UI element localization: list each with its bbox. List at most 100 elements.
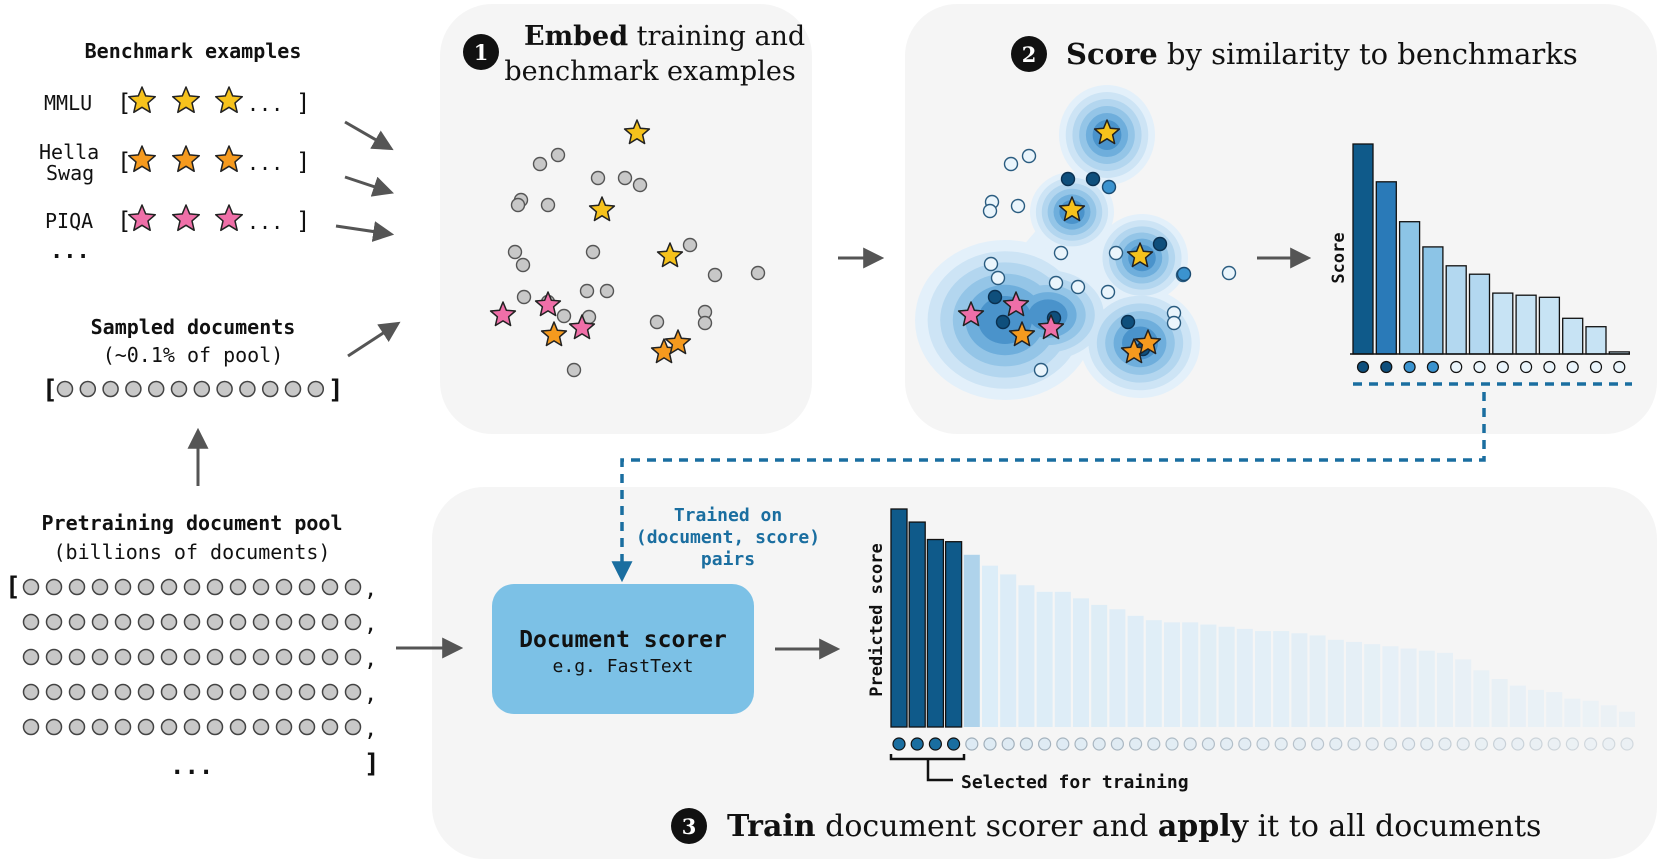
document-dot [160, 578, 178, 596]
pool-subtitle: (billions of documents) [54, 540, 331, 564]
score-bar [1445, 265, 1467, 355]
document-dot [137, 718, 155, 736]
embedding-dot [590, 170, 606, 186]
document-dot [261, 380, 279, 398]
score-dot [1589, 360, 1603, 374]
predicted-bar [1382, 646, 1399, 727]
predicted-dot [1074, 737, 1088, 751]
document-dot [275, 718, 293, 736]
document-dot [183, 578, 201, 596]
document-dot [229, 578, 247, 596]
document-dot [137, 683, 155, 701]
document-dot [79, 380, 97, 398]
score-star [1126, 242, 1154, 268]
predicted-bar [1036, 591, 1053, 727]
step1-title-line2: benchmark examples [504, 56, 795, 87]
score-bar [1515, 294, 1537, 355]
document-dot [275, 613, 293, 631]
embedding-dot [599, 283, 615, 299]
predicted-bar [1073, 598, 1089, 727]
predicted-bar [1291, 633, 1308, 727]
benchmark-star [127, 145, 157, 173]
bracket-close: ] [296, 207, 310, 235]
benchmark-star [171, 145, 201, 173]
predicted-dot [1547, 737, 1561, 751]
bracket-open: [ [117, 89, 131, 117]
score-star [1002, 291, 1030, 317]
document-dot [252, 718, 270, 736]
document-dot [298, 613, 316, 631]
score-dot-dark [1085, 171, 1101, 187]
score-dot-light [1166, 315, 1182, 331]
score-star [1037, 314, 1065, 340]
document-dot [91, 683, 109, 701]
score-dot [1613, 360, 1626, 374]
predicted-bar [1109, 609, 1126, 727]
predicted-bar [908, 521, 926, 728]
step2-title: Score by similarity to benchmarks [1066, 37, 1578, 71]
predicted-dot [1420, 737, 1434, 751]
score-dot-light [982, 203, 998, 219]
embedding-dot [556, 308, 572, 324]
predicted-dot [1529, 737, 1543, 751]
predicted-dot [965, 737, 979, 751]
row-comma: , [364, 647, 377, 672]
predicted-bar [1218, 626, 1235, 727]
score-bar [1352, 143, 1374, 355]
benchmark-star [214, 145, 244, 173]
predicted-dot [1201, 737, 1216, 751]
document-dot [22, 648, 40, 666]
score-scatter [957, 119, 1237, 378]
embedding-star [623, 119, 651, 145]
predicted-bar [1491, 679, 1508, 727]
score-star [957, 301, 985, 327]
predicted-dot [1565, 737, 1580, 751]
document-dot [114, 648, 132, 666]
document-dot [137, 648, 155, 666]
predicted-dot [1274, 737, 1288, 751]
predicted-bar [1582, 700, 1599, 727]
embedding-dot [510, 197, 526, 213]
document-dot [125, 380, 142, 398]
predicted-score-axis-label: Predicted score [867, 543, 887, 697]
predicted-bar [1018, 585, 1035, 727]
document-dot [229, 613, 247, 631]
document-dot [321, 718, 339, 736]
document-dot [321, 613, 339, 631]
score-dot [1403, 360, 1416, 374]
score-dot [1426, 360, 1440, 374]
trained-on-line3: pairs [701, 549, 755, 570]
score-dot-mid [1101, 179, 1117, 195]
score-star [1093, 119, 1121, 145]
document-dot [56, 380, 74, 398]
pool-title: Pretraining document pool [41, 511, 342, 535]
predicted-bar [1473, 670, 1490, 727]
embedding-star [540, 321, 568, 347]
document-dot [275, 648, 293, 666]
document-dot [206, 683, 224, 701]
step3-number-badge [671, 808, 707, 844]
predicted-bar [1054, 591, 1071, 727]
predicted-dot [1110, 737, 1125, 751]
score-dot-dark [1060, 171, 1076, 187]
sampled-subtitle: (~0.1% of pool) [103, 343, 284, 367]
score-star [1008, 321, 1036, 347]
embedding-star [664, 329, 692, 355]
predicted-dot [1019, 737, 1034, 751]
embedding-dot [540, 197, 556, 213]
predicted-bar [1400, 648, 1417, 727]
predicted-dot [1602, 737, 1616, 751]
predicted-bar [1418, 650, 1435, 727]
document-dot [344, 648, 362, 666]
document-scorer-box [492, 584, 754, 714]
benchmark-star [214, 86, 244, 114]
predicted-bar [1200, 624, 1217, 727]
score-dot-light [990, 270, 1006, 286]
predicted-dot [1438, 737, 1452, 751]
bracket-open: [ [5, 572, 21, 602]
predicted-bar [1255, 631, 1271, 727]
document-dot [22, 718, 40, 736]
predicted-bar [944, 541, 963, 728]
score-star [1058, 196, 1086, 222]
